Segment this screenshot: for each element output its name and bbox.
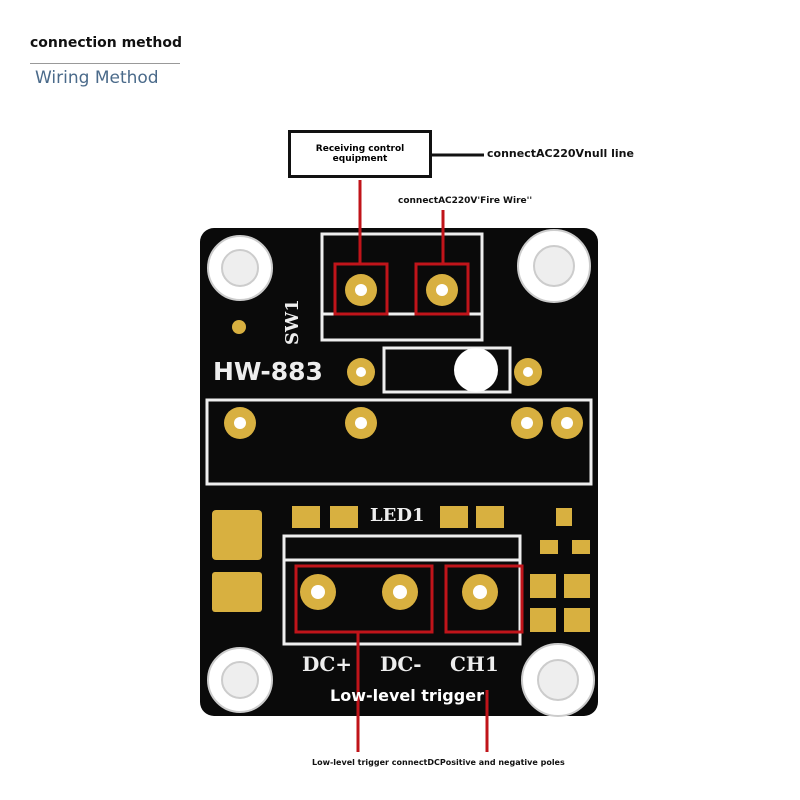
header-divider xyxy=(30,63,180,64)
board-model-label: HW-883 xyxy=(213,357,323,386)
pin-ch1: CH1 xyxy=(450,652,499,676)
null-line-label: connectAC220Vnull line xyxy=(487,147,634,160)
switch-label: SW1 xyxy=(282,299,303,345)
bottom-note: Low-level trigger connectDCPositive and … xyxy=(312,758,565,767)
receiving-equipment-box: Receiving control equipment xyxy=(288,130,432,178)
low-level-trigger-label: Low-level trigger xyxy=(330,686,484,705)
wires xyxy=(356,180,489,752)
mount-holes xyxy=(207,229,595,717)
led-label: LED1 xyxy=(370,505,425,526)
pin-dc-plus: DC+ xyxy=(302,652,353,676)
header-title: connection method xyxy=(30,35,182,51)
pcb-board xyxy=(200,228,598,716)
fire-wire-label: connectAC220V'Fire Wire'' xyxy=(398,196,533,206)
pin-dc-minus: DC- xyxy=(380,652,422,676)
header-subtitle: Wiring Method xyxy=(35,68,159,88)
